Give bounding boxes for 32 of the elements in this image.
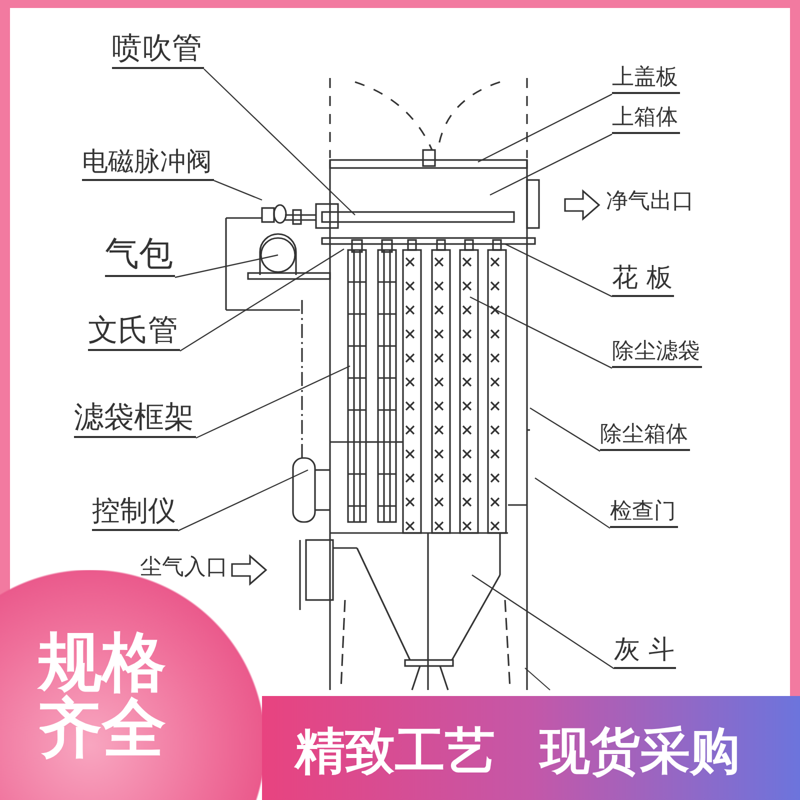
- part-label: 控制仪: [92, 496, 178, 531]
- banner: [262, 696, 800, 800]
- leader-line: [504, 243, 612, 298]
- part-label: 除尘滤袋: [612, 340, 702, 368]
- part-label: 灰 斗: [614, 636, 676, 669]
- leader-line: [470, 296, 612, 369]
- part-label: 检查门: [610, 500, 678, 528]
- leader-line: [180, 248, 344, 352]
- leader-line: [196, 365, 350, 439]
- leader-line: [178, 469, 308, 532]
- part-label: 上盖板: [612, 66, 680, 94]
- leader-line: [534, 478, 610, 529]
- part-label: 电磁脉冲阀: [82, 148, 214, 181]
- part-label: 文氏管: [88, 314, 180, 351]
- flow-label: 净气出口: [606, 190, 694, 214]
- banner-text: 精致工艺: [295, 724, 495, 778]
- leader-line: [530, 407, 600, 452]
- leader-line: [490, 134, 612, 196]
- part-label: 上箱体: [612, 106, 680, 134]
- flow-label: 尘气入口: [140, 556, 228, 580]
- part-label: 滤袋框架: [74, 401, 196, 438]
- leader-line: [174, 254, 278, 278]
- leader-line: [214, 180, 262, 201]
- part-label: 气包: [105, 236, 175, 278]
- part-label: 花 板: [612, 264, 674, 297]
- leader-line: [472, 574, 614, 670]
- part-label: 喷吹管: [112, 32, 204, 69]
- leader-line: [478, 94, 612, 163]
- leader-line: [204, 68, 356, 216]
- banner-text: 现货采购: [540, 724, 740, 778]
- part-label: 除尘箱体: [600, 423, 690, 452]
- badge-text: 规格齐全: [38, 630, 167, 762]
